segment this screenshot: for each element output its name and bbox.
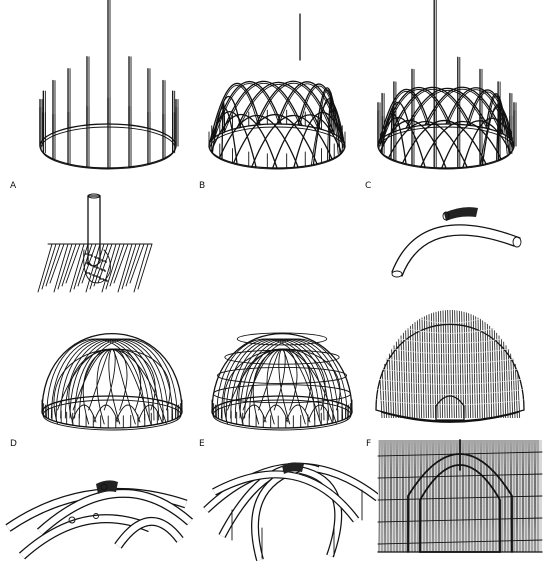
panel-a-upright-poles <box>40 0 178 169</box>
thatched-dome <box>376 310 524 422</box>
panel-b-bent-arches <box>209 14 345 169</box>
panel-d-lashed-arches <box>8 480 190 556</box>
ground-hatching <box>38 244 152 292</box>
dome-frame-with-rings <box>212 333 352 430</box>
panel-label-f: F <box>366 439 372 449</box>
panel-label-e: E <box>199 439 205 449</box>
pole-in-ground-detail <box>38 194 152 292</box>
panel-label-d: D <box>10 439 17 449</box>
panel-c-double-pole-ring <box>378 0 516 169</box>
panel-label-b: B <box>199 181 206 191</box>
lashed-bent-pole-detail <box>392 207 521 277</box>
panel-label-a: A <box>10 181 17 191</box>
panel-f-doorway-detail <box>378 440 542 552</box>
panel-label-c: C <box>365 181 372 191</box>
dome-frame-arches <box>42 334 182 430</box>
panel-e-arch-lattice <box>206 462 378 560</box>
